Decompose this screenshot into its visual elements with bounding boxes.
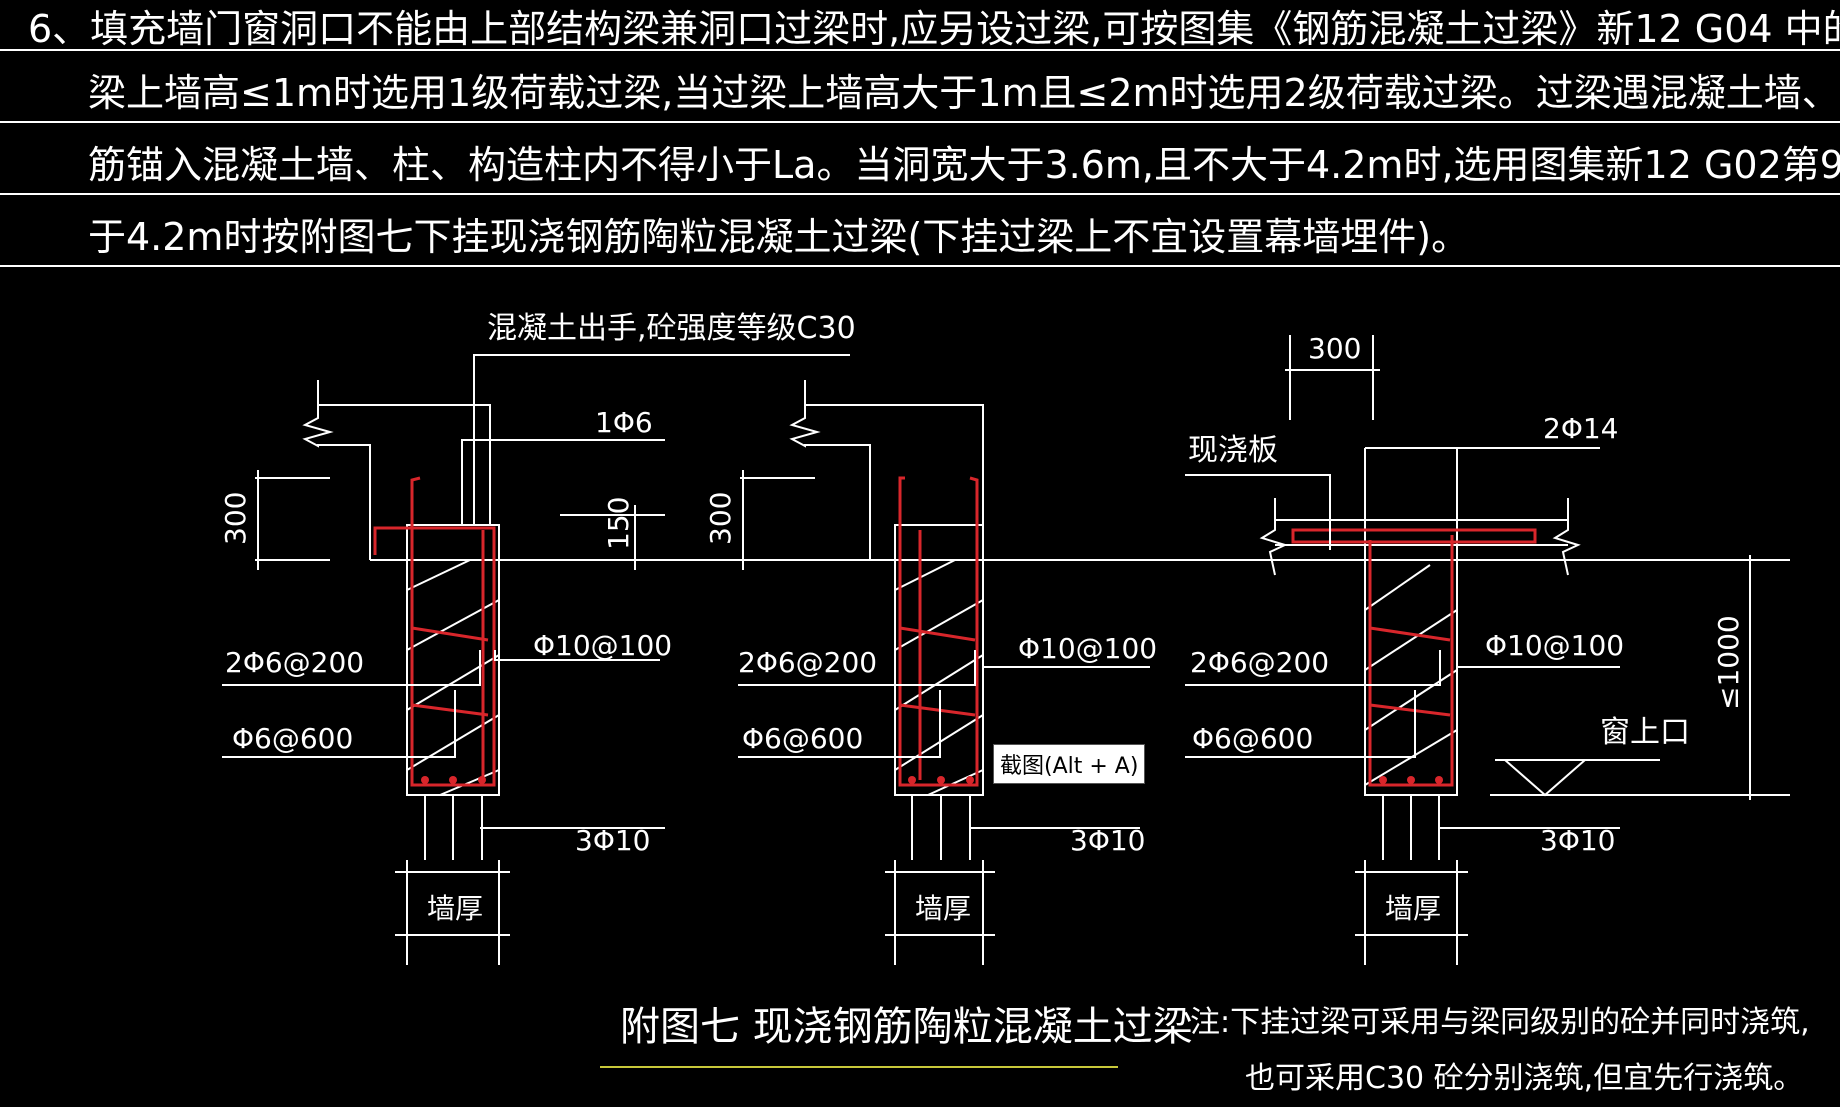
- note-rules: [0, 49, 1840, 267]
- label-right-tie-600: Φ6@600: [1192, 722, 1313, 755]
- label-height-limit: ≤1000: [1712, 615, 1745, 710]
- label-right-wall-thickness: 墙厚: [1385, 892, 1441, 925]
- beam-left: [222, 354, 850, 965]
- label-left-wall-thickness: 墙厚: [427, 892, 483, 925]
- label-left-dim-300: 300: [219, 492, 252, 545]
- label-window-top: 窗上口: [1600, 715, 1690, 750]
- label-left-bottom-bars: 3Φ10: [575, 824, 650, 857]
- label-right-bottom-bars: 3Φ10: [1540, 824, 1615, 857]
- label-middle-dim-300: 300: [704, 492, 737, 545]
- label-middle-wall-thickness: 墙厚: [915, 892, 971, 925]
- label-top-bar: 1Φ6: [595, 406, 653, 439]
- label-concrete-note: 混凝土出手,砼强度等级C30: [487, 311, 856, 346]
- label-middle-tie-200: 2Φ6@200: [738, 646, 877, 679]
- label-right-top-bars: 2Φ14: [1543, 412, 1618, 445]
- screenshot-tooltip: 截图(Alt + A): [993, 744, 1146, 784]
- note-line-4: 于4.2m时按附图七下挂现浇钢筋陶粒混凝土过梁(下挂过梁上不宜设置幕墙埋件)。: [88, 215, 1469, 259]
- label-right-tie-200: 2Φ6@200: [1190, 646, 1329, 679]
- label-right-dim-300: 300: [1308, 332, 1361, 365]
- note-line-2: 梁上墙高≤1m时选用1级荷载过梁,当过梁上墙高大于1m且≤2m时选用2级荷载过梁…: [88, 71, 1840, 115]
- label-right-stirrup: Φ10@100: [1485, 629, 1624, 662]
- beam-middle: [738, 380, 1150, 965]
- label-middle-bottom-bars: 3Φ10: [1070, 824, 1145, 857]
- label-middle-stirrup: Φ10@100: [1018, 632, 1157, 665]
- figure-title: 附图七 现浇钢筋陶粒混凝土过梁: [620, 1004, 1193, 1050]
- note-line-3: 筋锚入混凝土墙、柱、构造柱内不得小于La。当洞宽大于3.6m,且不大于4.2m时…: [88, 143, 1840, 187]
- label-left-tie-200: 2Φ6@200: [225, 646, 364, 679]
- label-left-dim-150: 150: [602, 497, 635, 550]
- footnote-line-1: 注:下挂过梁可采用与梁同级别的砼并同时浇筑,: [1190, 1005, 1810, 1040]
- beam-right: [1185, 335, 1790, 965]
- footnote-line-2: 也可采用C30 砼分别浇筑,但宜先行浇筑。: [1245, 1061, 1803, 1096]
- label-middle-tie-600: Φ6@600: [742, 722, 863, 755]
- note-line-1: 6、填充墙门窗洞口不能由上部结构梁兼洞口过梁时,应另设过梁,可按图集《钢筋混凝土…: [28, 7, 1840, 51]
- label-left-stirrup: Φ10@100: [533, 629, 672, 662]
- label-slab: 现浇板: [1188, 433, 1278, 468]
- label-left-tie-600: Φ6@600: [232, 722, 353, 755]
